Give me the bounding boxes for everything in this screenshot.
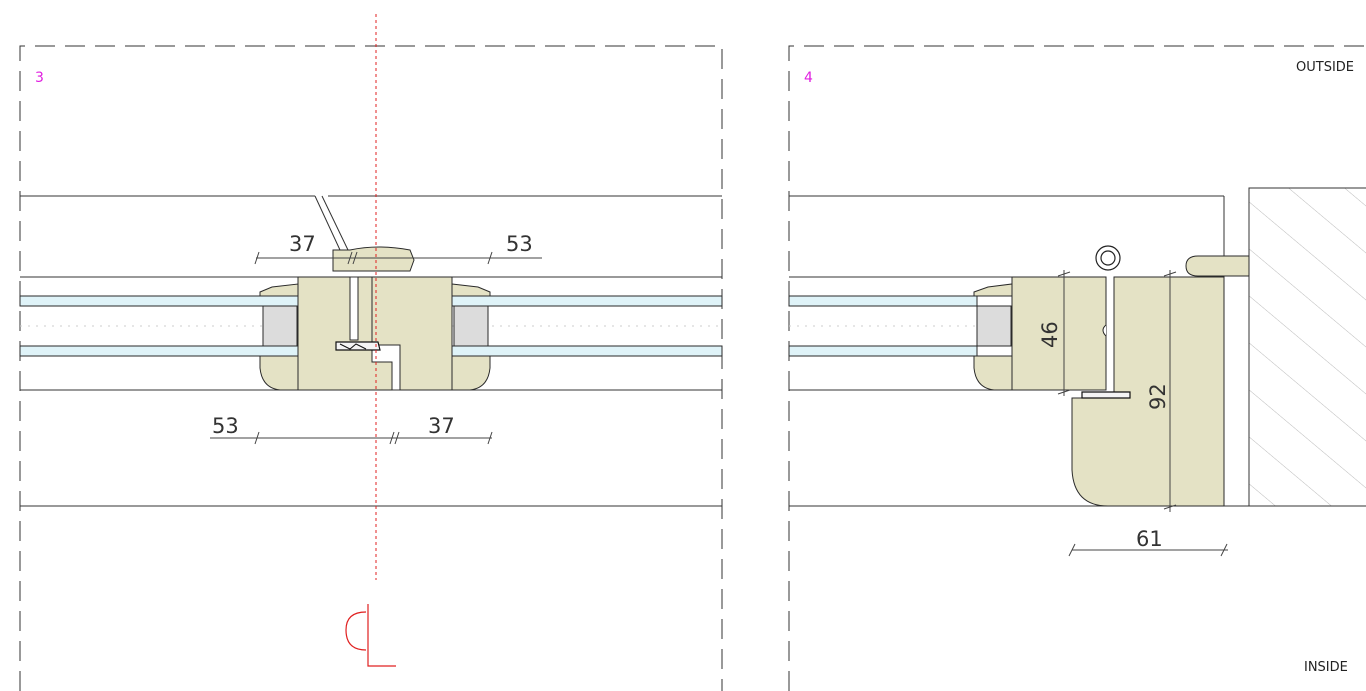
detail-panel-4: 4 OUTSIDE INSIDE — [788, 45, 1366, 691]
weather-seal-4 — [1081, 391, 1131, 399]
dimension-bottom-right: 37 — [428, 414, 455, 438]
dimension-bottom-left: 53 — [212, 414, 239, 438]
glass-pane-outer — [788, 295, 978, 307]
detail-panel-3: 3 — [19, 14, 723, 691]
glass-pane-inner-right — [451, 345, 723, 357]
glazing-bead-right-top — [451, 283, 491, 297]
dimension-vertical-small: 46 — [1038, 321, 1062, 348]
spacer-bar-right — [453, 305, 489, 347]
glass-pane-inner-left — [19, 345, 299, 357]
glazing-bead-right-bottom — [451, 355, 491, 391]
dimension-top-left: 37 — [289, 232, 316, 256]
frame-stop — [1185, 255, 1250, 277]
glass-pane-outer-left — [19, 295, 299, 307]
inside-label: INSIDE — [1304, 660, 1348, 675]
spacer-bar — [976, 305, 1012, 347]
spacer-bar-left — [262, 305, 298, 347]
glazing-bead-bottom — [973, 355, 1013, 391]
glazing-bead-left-top — [259, 283, 299, 297]
glass-pane-inner — [788, 345, 978, 357]
weather-seal — [335, 341, 381, 351]
panel-3-frame — [19, 45, 723, 691]
astragal-cover — [332, 246, 415, 272]
frame-jamb — [1071, 276, 1225, 507]
outside-label: OUTSIDE — [1296, 60, 1354, 75]
panel-4-number: 4 — [804, 70, 813, 86]
panel-4-frame — [788, 45, 1366, 691]
glazing-bead-top — [973, 283, 1013, 297]
glazing-bead-left-bottom — [259, 355, 299, 391]
dimension-horizontal: 61 — [1136, 527, 1163, 551]
centreline-symbol — [345, 604, 396, 667]
panel-3-number: 3 — [35, 70, 44, 86]
dimension-vertical-large: 92 — [1146, 383, 1170, 410]
sash-stile — [1011, 276, 1107, 391]
dimension-top-right: 53 — [506, 232, 533, 256]
wall-jamb — [1248, 187, 1366, 507]
glass-pane-outer-right — [451, 295, 723, 307]
